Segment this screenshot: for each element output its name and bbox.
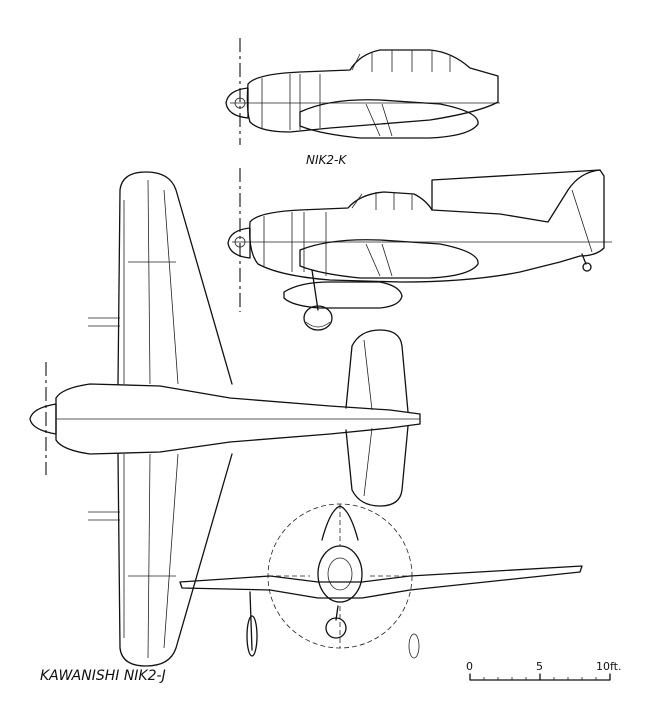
scale-tick-10ft: 10ft. (596, 660, 622, 673)
scale-bar (469, 673, 611, 681)
plan-view (29, 171, 421, 667)
drawing-title: KAWANISHI NIK2-J (40, 668, 166, 684)
side-view-n1k2-j (227, 168, 612, 331)
front-view (179, 503, 583, 659)
scale-tick-0: 0 (466, 660, 473, 673)
side-view-n1k2-k (225, 38, 500, 145)
scale-tick-5: 5 (536, 660, 543, 673)
variant-label-n1k2-k: NIK2-K (306, 153, 347, 167)
